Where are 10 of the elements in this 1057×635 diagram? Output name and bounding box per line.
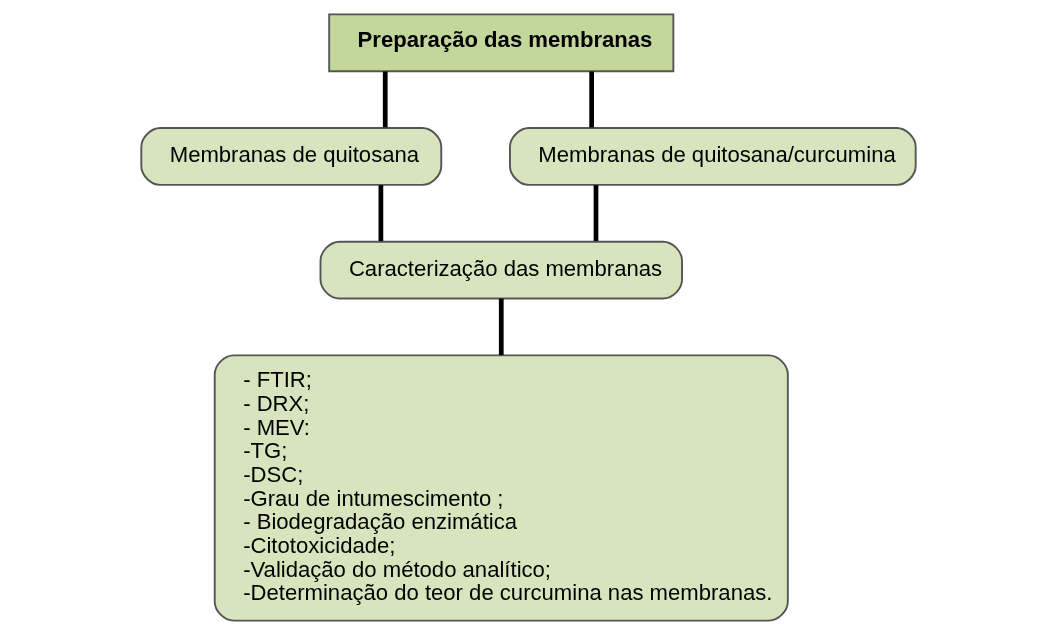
connector <box>498 298 504 356</box>
node-box: Caracterização das membranas <box>319 240 683 300</box>
connector <box>382 71 388 128</box>
node-box: Preparação das membranas <box>328 13 675 73</box>
node-box: - FTIR; - DRX; - MEV: -TG; -DSC; -Grau de intumescimento ; - Biodegradação enzimática -Citotoxicidade; -Validação do método analítico; -Determinação do teor de curcumina nas membranas. <box>213 354 789 622</box>
connector <box>378 185 384 242</box>
node-box: Membranas de quitosana/curcumina <box>509 127 917 186</box>
connector <box>593 185 599 242</box>
node-box: Membranas de quitosana <box>140 127 443 186</box>
connector <box>589 71 594 128</box>
